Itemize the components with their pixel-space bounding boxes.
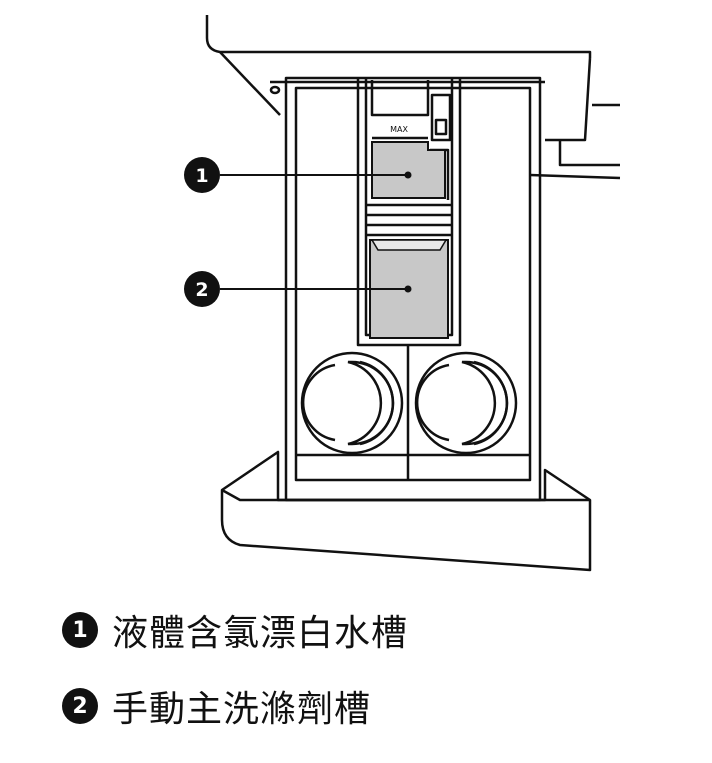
callout-1-number: 1 (195, 165, 208, 187)
machine-top-panel (205, 15, 592, 58)
max-mark: MAX (390, 125, 408, 134)
legend-2-label: 手動主洗滌劑槽 (112, 689, 372, 730)
legend-item-detergent: 2 手動主洗滌劑槽 (62, 680, 371, 732)
bleach-compartment (371, 141, 446, 199)
right-knob (414, 351, 518, 455)
left-knob (300, 351, 404, 455)
callout-1: 1 (184, 157, 220, 193)
callout-2: 2 (184, 271, 220, 307)
detergent-drawer-diagram: MAX 1 2 (184, 15, 621, 572)
drawer-front (220, 450, 592, 572)
callout-2-number: 2 (195, 279, 208, 301)
legend-1-label: 液體含氯漂白水槽 (112, 613, 409, 654)
legend-item-bleach: 1 液體含氯漂白水槽 (62, 604, 408, 656)
drawer-outline (284, 76, 542, 502)
legend-2-number: 2 (62, 688, 98, 724)
legend-1-number: 1 (62, 612, 98, 648)
